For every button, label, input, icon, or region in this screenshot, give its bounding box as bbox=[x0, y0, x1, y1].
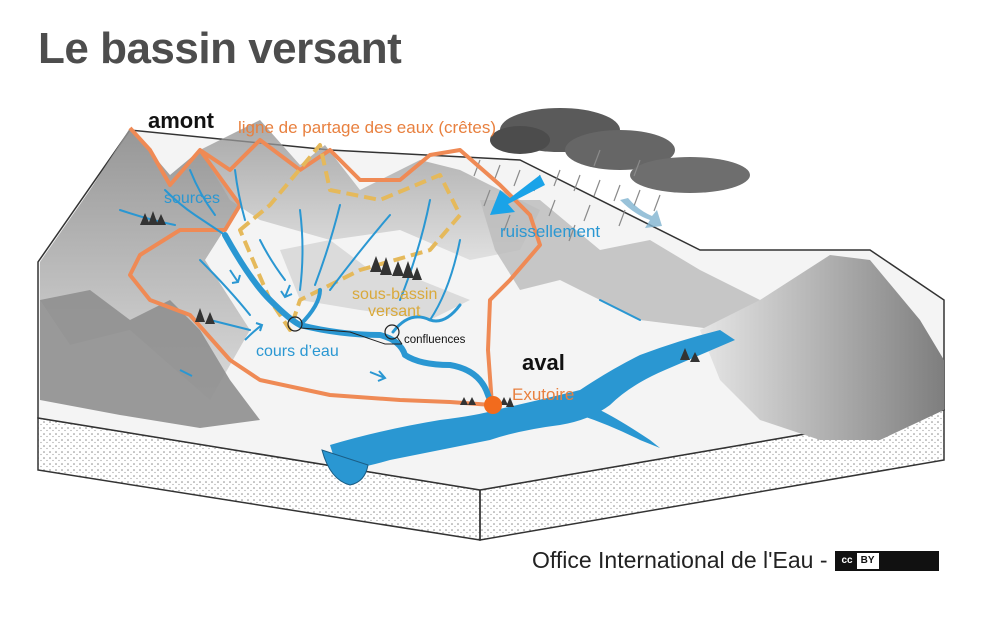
tree-clusters bbox=[140, 211, 700, 407]
tributary-2 bbox=[298, 288, 322, 327]
tributary-3 bbox=[391, 303, 462, 334]
credit-line: Office International de l'Eau - cc BY bbox=[532, 547, 939, 574]
label-sous-bassin-2: versant bbox=[368, 303, 421, 320]
cc-icon-label: cc bbox=[837, 552, 857, 569]
page-title: Le bassin versant bbox=[38, 24, 402, 73]
label-sources: sources bbox=[164, 190, 221, 207]
label-exutoire: Exutoire bbox=[512, 385, 575, 404]
mountains bbox=[40, 120, 944, 440]
label-cours-eau: cours d’eau bbox=[256, 343, 339, 360]
outlet-point bbox=[484, 396, 502, 414]
label-sous-bassin-1: sous-bassin bbox=[352, 286, 438, 303]
confluence-markers bbox=[287, 316, 403, 345]
tributary-streams bbox=[119, 169, 641, 331]
sub-basin-outline bbox=[238, 143, 462, 332]
label-ruissellement: ruissellement bbox=[500, 222, 601, 241]
river-cross-section bbox=[321, 449, 369, 486]
flow-arrows bbox=[179, 269, 387, 382]
label-confluences: confluences bbox=[404, 334, 466, 346]
mountain-back bbox=[200, 120, 540, 260]
by-icon-label: BY bbox=[860, 554, 875, 566]
label-amont: amont bbox=[148, 108, 214, 133]
mountain-left-foreground bbox=[40, 290, 260, 428]
main-river bbox=[330, 330, 735, 470]
label-ligne-partage: ligne de partage des eaux (crêtes) bbox=[238, 118, 496, 137]
credit-text: Office International de l'Eau - bbox=[532, 547, 828, 573]
river-estuary-branch bbox=[580, 410, 660, 448]
mountain-right-peak bbox=[700, 255, 944, 440]
runoff-arrow bbox=[490, 175, 545, 215]
cc-by-license-icon: cc BY bbox=[835, 550, 939, 571]
label-aval: aval bbox=[522, 350, 565, 375]
mountain-center-shadow bbox=[280, 240, 470, 320]
rain-arrow bbox=[620, 198, 662, 228]
rain-cloud bbox=[490, 108, 750, 193]
mountain-right-ridge bbox=[480, 200, 760, 330]
